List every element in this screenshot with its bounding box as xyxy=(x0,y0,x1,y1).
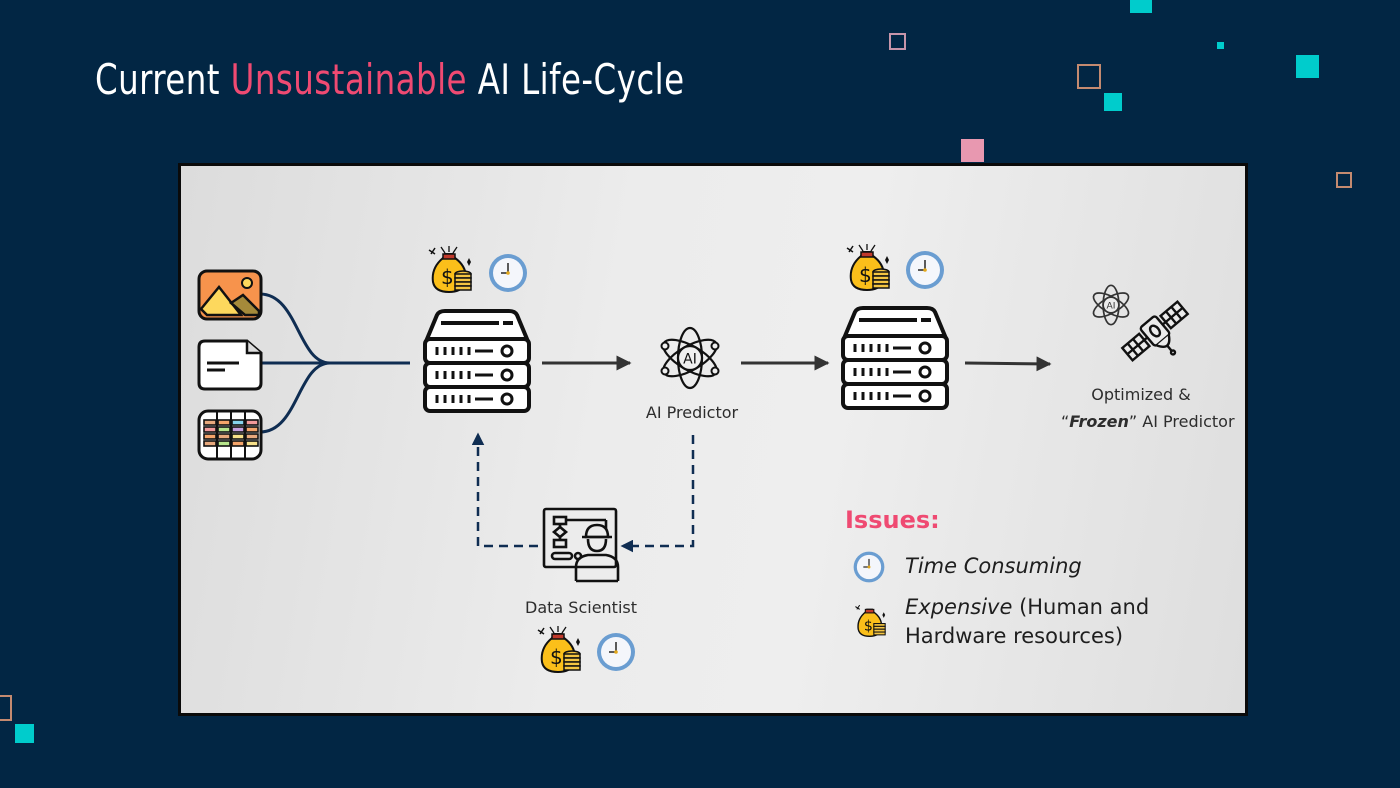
flow-connectors xyxy=(259,292,1052,553)
satellite-icon xyxy=(1120,300,1190,362)
svg-text:$: $ xyxy=(864,619,873,635)
money-bag-icon: $ xyxy=(428,246,472,294)
document-icon xyxy=(197,339,263,391)
server-icon xyxy=(423,309,531,413)
title-prefix: Current xyxy=(95,55,231,104)
issues-title: Issues: xyxy=(845,506,940,534)
feedback-predictor-to-scientist xyxy=(620,435,695,553)
table-icon xyxy=(197,409,263,461)
diagram-panel: $ AI AI Predictor xyxy=(178,163,1248,716)
data-scientist-icon xyxy=(542,507,620,583)
ai-atom-icon: AI xyxy=(660,326,720,390)
svg-text:$: $ xyxy=(441,265,454,289)
title-highlight: Unsustainable xyxy=(230,55,467,104)
frozen-predictor-label: Optimized & “Frozen” AI Predictor xyxy=(1061,381,1235,435)
svg-text:AI: AI xyxy=(1107,301,1116,312)
arrow-server-to-frozen xyxy=(964,356,1052,372)
title-suffix: AI Life-Cycle xyxy=(466,55,685,104)
ai-predictor-label: AI Predictor xyxy=(645,403,739,422)
issue-line2: Hardware resources) xyxy=(905,624,1124,648)
clock-icon xyxy=(489,254,527,292)
deco-square xyxy=(961,139,984,162)
deco-square xyxy=(1104,93,1122,111)
svg-text:AI: AI xyxy=(683,352,697,368)
svg-text:$: $ xyxy=(550,645,563,669)
money-bag-icon: $ xyxy=(855,604,886,638)
deco-square xyxy=(889,33,906,50)
quote-close: ” xyxy=(1128,412,1138,431)
deco-square xyxy=(0,695,12,721)
issue-emphasis: Time Consuming xyxy=(905,554,1082,578)
deco-square xyxy=(1217,42,1224,49)
deco-square xyxy=(15,724,34,743)
quote-open: “ xyxy=(1061,412,1070,431)
clock-icon xyxy=(597,633,635,671)
input-connector-image xyxy=(259,292,331,365)
deco-square xyxy=(1077,64,1101,89)
slide-title: Current Unsustainable AI Life-Cycle xyxy=(95,55,685,104)
image-icon xyxy=(197,269,263,321)
issue-emphasis: Expensive xyxy=(905,595,1013,619)
frozen-label-line2: “Frozen” AI Predictor xyxy=(1061,408,1235,435)
svg-text:$: $ xyxy=(859,263,872,287)
deco-square xyxy=(1296,55,1319,78)
server-icon xyxy=(841,306,949,410)
issue-rest: (Human and xyxy=(1012,595,1150,619)
clock-icon xyxy=(906,251,944,289)
issue-line1: Expensive (Human and xyxy=(905,593,1149,622)
frozen-emphasis: Frozen xyxy=(1069,412,1129,431)
data-scientist-label: Data Scientist xyxy=(525,598,637,617)
money-bag-icon: $ xyxy=(846,244,890,292)
clock-icon xyxy=(853,551,885,583)
issue-item-time: Time Consuming xyxy=(905,552,1082,581)
deco-square xyxy=(1130,0,1152,13)
frozen-label-line1: Optimized & xyxy=(1091,385,1191,404)
issue-item-expensive: Expensive (Human and Hardware resources) xyxy=(905,593,1149,651)
feedback-scientist-to-server xyxy=(471,432,538,548)
money-bag-icon: $ xyxy=(537,626,581,674)
frozen-label-rest: AI Predictor xyxy=(1137,412,1235,431)
deco-square xyxy=(1336,172,1352,188)
input-connector-table xyxy=(259,361,331,434)
ai-atom-icon: AI xyxy=(1092,284,1130,326)
